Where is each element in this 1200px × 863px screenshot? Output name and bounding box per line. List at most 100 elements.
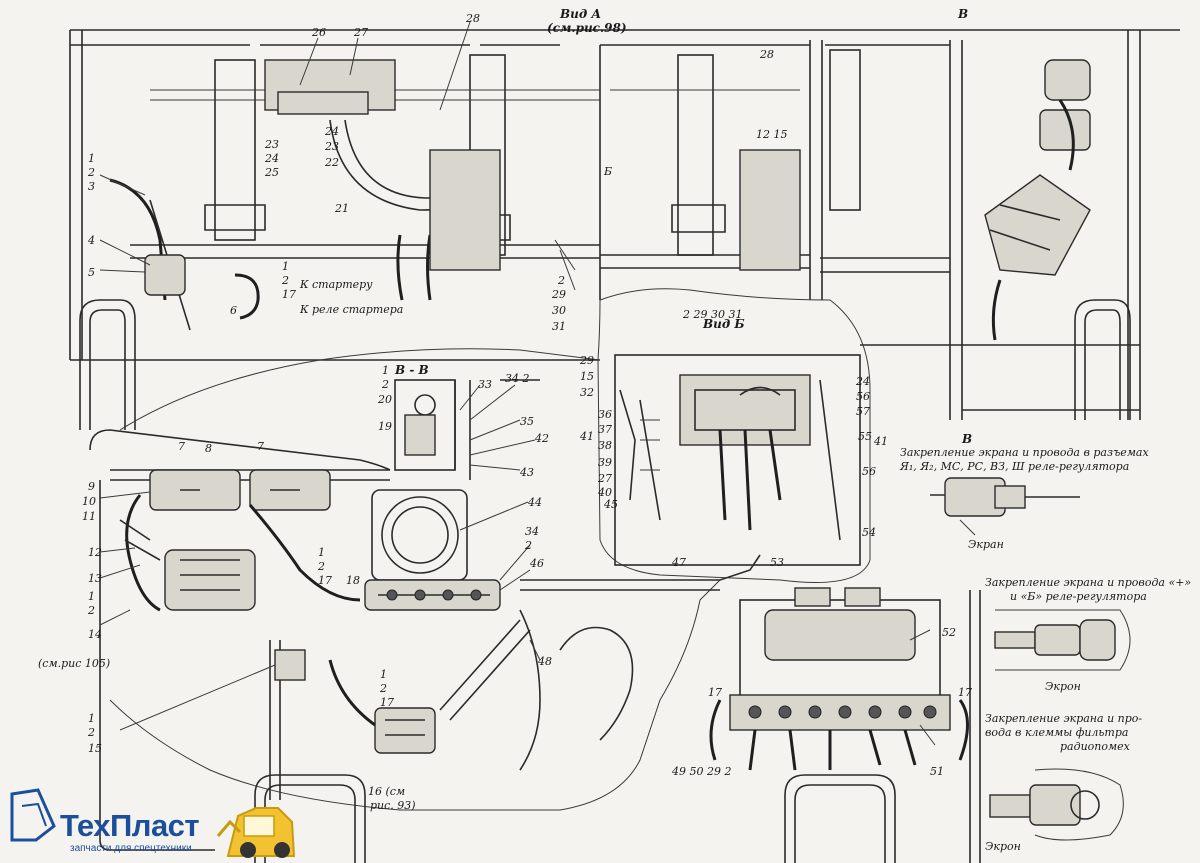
- callout-3: 3: [88, 180, 95, 193]
- callout-2f: 2: [87, 604, 95, 617]
- callout-22: 22: [324, 156, 339, 169]
- excavator-bucket-icon: [10, 788, 56, 842]
- chassis-body: [109, 348, 761, 811]
- callout-43: 43: [519, 466, 534, 479]
- callout-31a: 31: [552, 320, 566, 333]
- callout-23a: 23: [264, 138, 279, 151]
- callout-1c: 1: [382, 364, 389, 377]
- callout-51: 51: [930, 765, 944, 778]
- callout-ref-93: рис. 93): [370, 799, 416, 812]
- callout-42: 42: [534, 432, 549, 445]
- callout-37: 37: [598, 423, 612, 436]
- generator: [364, 489, 501, 611]
- top-frame: [69, 29, 1180, 420]
- callout-2b: 2: [281, 274, 289, 287]
- callout-1e: 1: [318, 546, 325, 559]
- callout-53: 53: [770, 556, 784, 569]
- callout-25: 25: [264, 166, 279, 179]
- callout-2c: 2: [557, 274, 565, 287]
- callout-39: 39: [598, 456, 612, 469]
- inset-detail-1: [930, 477, 1080, 536]
- inset-captions: Закрепление экрана и провода в разъемах …: [899, 446, 1191, 853]
- callout-24a: 24: [264, 152, 279, 165]
- bottom-wheel-arches: [254, 590, 981, 863]
- logo-subtitle: запчасти для спецтехники: [70, 843, 192, 854]
- callout-24b: 24: [324, 125, 339, 138]
- callout-36: 36: [598, 408, 612, 421]
- callout-b: Б: [603, 165, 612, 178]
- callout-2d: 2: [381, 378, 389, 391]
- inset-detail-3: [989, 768, 1124, 841]
- callout-1a: 1: [88, 152, 95, 165]
- caption-3-line-2: вода в клеммы фильтра: [985, 726, 1128, 739]
- radio-filter: [709, 587, 969, 771]
- callout-44: 44: [527, 496, 542, 509]
- relay-regulator-top-right: [984, 59, 1091, 341]
- section-vv-title: В - В: [394, 363, 429, 377]
- view-a-ref: (см.рис.98): [547, 21, 627, 35]
- callout-56: 56: [856, 390, 870, 403]
- callout-28-mid: 28: [759, 48, 774, 61]
- callout-19: 19: [378, 420, 392, 433]
- callout-17b: 17: [318, 574, 332, 587]
- callout-8: 8: [205, 442, 212, 455]
- callout-17e: 17: [958, 686, 972, 699]
- lower-relay: [328, 659, 436, 754]
- caption-1-line-1: Закрепление экрана и провода в разъемах: [900, 446, 1149, 459]
- view-labels: Вид А (см.рис.98) В Вид Б В - В В: [394, 7, 972, 446]
- leader-lines: [99, 21, 936, 746]
- callout-47: 47: [671, 556, 686, 569]
- callout-20: 20: [377, 393, 392, 406]
- callout-row-bottom: 49 50 29 2: [671, 765, 731, 778]
- caption-3-line-3: радиопомех: [1060, 740, 1131, 753]
- callout-5: 5: [88, 266, 95, 279]
- callout-13: 13: [88, 572, 102, 585]
- caption-1-line-2: Я₁, Я₂, МС, РС, ВЗ, Ш реле-регулятора: [899, 460, 1129, 473]
- caption-1-screen: Экран: [968, 538, 1004, 551]
- callout-15c: 15: [88, 742, 102, 755]
- callout-1b: 1: [282, 260, 289, 273]
- caption-2-line-2: и «Б» реле-регулятора: [1010, 590, 1147, 603]
- callout-7a: 7: [178, 440, 185, 453]
- callout-ref-16: 16 (см: [368, 785, 405, 798]
- label-to-starter: К стартеру: [299, 278, 373, 291]
- callout-40: 40: [597, 486, 612, 499]
- caption-3-line-1: Закрепление экрана и про-: [985, 712, 1142, 725]
- top-left-hoses: [109, 59, 801, 331]
- callout-52: 52: [942, 626, 956, 639]
- top-right-wheel-arch: [1074, 299, 1131, 420]
- callout-34-2: 34 2: [505, 372, 530, 385]
- callout-27b: 27: [597, 472, 612, 485]
- top-left-wheel-arch: [79, 299, 136, 430]
- view-v-title: В: [957, 7, 968, 21]
- callout-1g: 1: [88, 712, 95, 725]
- callout-34b: 34: [525, 525, 539, 538]
- callout-38: 38: [598, 439, 612, 452]
- callout-26: 26: [311, 26, 326, 39]
- callout-17a: 17: [282, 288, 296, 301]
- callout-57: 57: [856, 405, 870, 418]
- inset-detail-2: [994, 609, 1131, 671]
- callout-7b: 7: [257, 440, 264, 453]
- callout-9: 9: [88, 480, 95, 493]
- callout-labels: 28 26 27 28 23 24 25 24 23 22 21 1 2 3 4…: [38, 12, 972, 812]
- view-b-enclosure: [597, 288, 871, 583]
- logo-wordmark: ТехПласт: [60, 808, 200, 843]
- callout-2h: 2: [379, 682, 387, 695]
- callout-29a: 29: [551, 288, 566, 301]
- label-to-starter-relay: К реле стартера: [299, 303, 403, 316]
- callout-27: 27: [353, 26, 368, 39]
- callout-12: 12: [88, 546, 102, 559]
- callout-28-top: 28: [465, 12, 480, 25]
- callout-2e: 2: [524, 539, 532, 552]
- callout-10: 10: [82, 495, 96, 508]
- callout-row-vidb: 2 29 30 31: [682, 308, 742, 321]
- callout-41a: 41: [579, 430, 594, 443]
- callout-2a: 2: [87, 166, 95, 179]
- callout-33: 33: [478, 378, 492, 391]
- callout-ref-105: (см.рис 105): [38, 657, 110, 670]
- view-a-title: Вид А: [559, 7, 601, 21]
- caption-2-screen: Экрон: [1045, 680, 1081, 693]
